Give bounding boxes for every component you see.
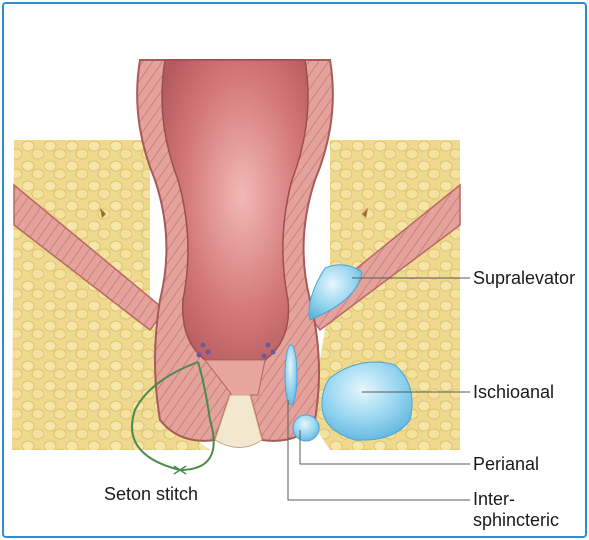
label-intersphincteric-line2: sphincteric <box>473 510 559 531</box>
label-perianal: Perianal <box>473 454 539 475</box>
label-ischioanal: Ischioanal <box>473 382 554 403</box>
intersphincteric-abscess <box>285 345 297 405</box>
perianal-abscess <box>293 415 319 441</box>
label-supralevator: Supralevator <box>473 268 575 289</box>
label-intersphincteric: Inter- sphincteric <box>473 489 559 531</box>
label-intersphincteric-line1: Inter- <box>473 489 559 510</box>
label-seton-stitch: Seton stitch <box>104 484 198 505</box>
ischioanal-abscess <box>322 362 412 440</box>
